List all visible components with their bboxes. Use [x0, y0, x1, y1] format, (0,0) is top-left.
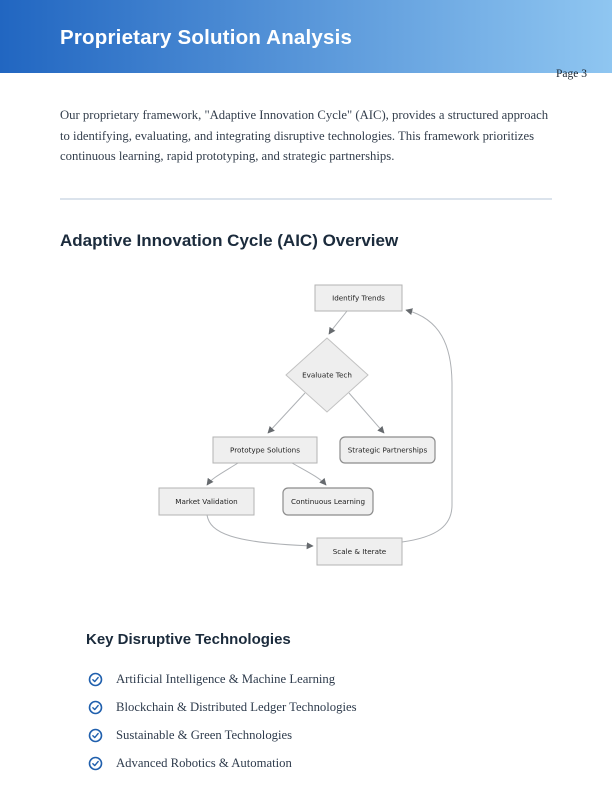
- tech-list: Artificial Intelligence & Machine Learni…: [88, 665, 548, 777]
- edge-evaluate-to-strategic: [348, 392, 385, 434]
- edge-prototype-to-continuous: [291, 462, 327, 486]
- node-continuous-learning: Continuous Learning: [282, 487, 374, 516]
- header-band: [0, 0, 612, 73]
- check-circle-icon: [88, 756, 103, 770]
- check-circle-icon: [88, 672, 103, 686]
- svg-text:Strategic Partnerships: Strategic Partnerships: [348, 446, 428, 455]
- svg-text:Prototype Solutions: Prototype Solutions: [230, 446, 300, 455]
- list-item-label: Artificial Intelligence & Machine Learni…: [116, 671, 336, 686]
- intro-paragraph: Our proprietary framework, "Adaptive Inn…: [60, 108, 549, 164]
- node-scale-iterate: Scale & Iterate: [316, 537, 403, 566]
- node-evaluate-tech: Evaluate Tech: [285, 337, 369, 413]
- edge-evaluate-to-prototype: [267, 392, 306, 434]
- section-divider: [60, 198, 552, 200]
- node-identify-trends: Identify Trends: [314, 284, 403, 312]
- list-item-label: Sustainable & Green Technologies: [116, 727, 293, 742]
- check-circle-icon: [88, 700, 103, 714]
- overview-section-heading: Adaptive Innovation Cycle (AIC) Overview: [60, 231, 399, 250]
- node-strategic-partnerships: Strategic Partnerships: [339, 436, 436, 464]
- edge-scale-to-identify: [401, 308, 453, 543]
- svg-text:Market Validation: Market Validation: [175, 497, 237, 506]
- tech-section-heading: Key Disruptive Technologies: [86, 631, 291, 648]
- check-circle-icon: [88, 728, 103, 742]
- list-item-label: Blockchain & Distributed Ledger Technolo…: [116, 699, 357, 714]
- list-item: Blockchain & Distributed Ledger Technolo…: [88, 693, 548, 721]
- page-number: Page 3: [556, 68, 587, 80]
- edge-identify-to-evaluate: [328, 310, 348, 335]
- list-item: Advanced Robotics & Automation: [88, 749, 548, 777]
- svg-text:Evaluate Tech: Evaluate Tech: [302, 371, 352, 380]
- svg-text:Identify Trends: Identify Trends: [332, 294, 385, 303]
- page-title: Proprietary Solution Analysis: [60, 26, 353, 49]
- svg-text:Scale & Iterate: Scale & Iterate: [333, 547, 387, 556]
- list-item: Artificial Intelligence & Machine Learni…: [88, 665, 548, 693]
- node-market-validation: Market Validation: [158, 487, 255, 516]
- list-item-label: Advanced Robotics & Automation: [116, 755, 292, 770]
- aic-flowchart: Identify Trends Evaluate Tech Prototype …: [0, 275, 612, 575]
- node-prototype-solutions: Prototype Solutions: [212, 436, 318, 464]
- list-item: Sustainable & Green Technologies: [88, 721, 548, 749]
- edge-market-to-scale: [206, 514, 314, 550]
- svg-text:Continuous Learning: Continuous Learning: [291, 497, 365, 506]
- edge-prototype-to-market: [206, 462, 239, 486]
